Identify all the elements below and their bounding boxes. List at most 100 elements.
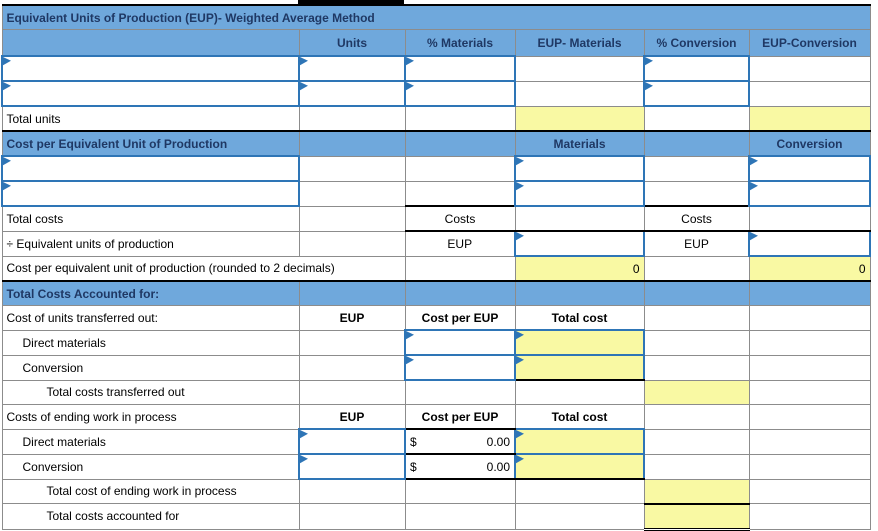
costs-label-materials: Costs: [404, 205, 516, 232]
header-cell-empty: [514, 280, 645, 306]
table-row: Direct materials: [1, 329, 871, 356]
table-row: Cost per equivalent unit of production (…: [1, 255, 871, 282]
costs-label-conversion: Costs: [643, 205, 750, 232]
input-marker-icon: [517, 456, 524, 464]
units-input[interactable]: [298, 55, 406, 82]
total-ending-wip-label: Total cost of ending work in process: [1, 478, 300, 504]
column-header-eup-conversion: EUP-Conversion: [748, 29, 871, 57]
materials-cost-input[interactable]: [514, 155, 645, 182]
cost-per-eup-materials-value: 0: [514, 255, 645, 282]
table-row: [1, 155, 871, 182]
empty-cell: [298, 230, 406, 257]
input-marker-icon: [646, 83, 653, 91]
input-marker-icon: [517, 431, 524, 439]
total-transferred-value-cell: [643, 379, 750, 405]
materials-cost-input[interactable]: [514, 180, 645, 207]
eup-conversion-input[interactable]: [748, 230, 871, 257]
empty-cell: [404, 105, 516, 132]
transferred-dm-cost-per-eup-input[interactable]: [404, 329, 516, 356]
empty-cell: [404, 379, 516, 405]
table-row: [1, 80, 871, 107]
header-cell-empty: [643, 280, 750, 306]
empty-cell: [298, 503, 406, 530]
transferred-conversion-label: Conversion: [1, 354, 300, 381]
ending-dm-total-cost-cell[interactable]: [514, 428, 645, 455]
total-accounted-label: Total costs accounted for: [1, 503, 300, 530]
header-cell-empty: [404, 130, 516, 157]
transferred-conv-cost-per-eup-input[interactable]: [404, 354, 516, 381]
transferred-out-label: Cost of units transferred out:: [1, 305, 300, 331]
column-header-pct-conversion: % Conversion: [643, 29, 750, 57]
table-row: Units % Materials EUP- Materials % Conve…: [1, 29, 871, 57]
ending-eup-header: EUP: [298, 404, 406, 430]
total-costs-label: Total costs: [1, 205, 300, 232]
description-input[interactable]: [1, 55, 300, 82]
eup-materials-cell: [514, 55, 645, 82]
total-ending-wip-value-cell: [643, 478, 750, 505]
transferred-dm-total-cost-cell[interactable]: [514, 329, 645, 356]
input-marker-icon: [751, 233, 758, 241]
ending-total-cost-header: Total cost: [514, 404, 645, 430]
cost-description-input[interactable]: [1, 155, 300, 182]
empty-cell: [404, 155, 516, 182]
empty-cell: [404, 180, 516, 207]
empty-cell: [748, 453, 871, 480]
transferred-conv-total-cost-cell[interactable]: [514, 354, 645, 381]
empty-cell: [298, 478, 406, 504]
cost-per-eup-conversion-value: 0: [748, 255, 871, 282]
total-accounted-value-cell: [643, 503, 750, 531]
pct-conversion-input[interactable]: [643, 80, 750, 107]
pct-materials-input[interactable]: [404, 55, 516, 82]
currency-symbol: $: [410, 459, 417, 474]
pct-conversion-input[interactable]: [643, 55, 750, 82]
input-marker-icon: [301, 83, 308, 91]
worksheet-title: Equivalent Units of Production (EUP)- We…: [1, 4, 871, 30]
table-row: Direct materials $0.00: [1, 428, 871, 455]
table-row: Cost of units transferred out: EUP Cost …: [1, 305, 871, 331]
table-row: Total units: [1, 105, 871, 132]
eup-label-materials: EUP: [404, 230, 516, 257]
pct-materials-input[interactable]: [404, 80, 516, 107]
input-marker-icon: [517, 183, 524, 191]
eup-label-conversion: EUP: [643, 230, 750, 257]
conversion-cost-input[interactable]: [748, 180, 871, 207]
table-row: Total costs accounted for: [1, 503, 871, 531]
cost-description-input[interactable]: [1, 180, 300, 207]
eup-worksheet: Equivalent Units of Production (EUP)- We…: [1, 4, 871, 531]
eup-conversion-cell: [748, 80, 871, 107]
cost-per-eup-value: 0.00: [486, 434, 510, 449]
table-row: Equivalent Units of Production (EUP)- We…: [1, 4, 871, 30]
input-marker-icon: [517, 357, 524, 365]
input-marker-icon: [751, 183, 758, 191]
currency-symbol: $: [410, 434, 417, 449]
ending-conv-total-cost-cell[interactable]: [514, 453, 645, 480]
empty-cell: [514, 478, 645, 504]
total-units-label: Total units: [1, 105, 300, 132]
empty-cell: [748, 503, 871, 530]
conversion-header: Conversion: [748, 130, 871, 157]
description-input[interactable]: [1, 80, 300, 107]
ending-dm-eup-input[interactable]: [298, 428, 406, 455]
cutoff-row-strip: [0, 0, 878, 4]
eup-materials-input[interactable]: [514, 230, 645, 257]
empty-cell: [404, 255, 516, 282]
ending-conv-eup-input[interactable]: [298, 453, 406, 480]
table-row: ÷ Equivalent units of production EUP EUP: [1, 230, 871, 257]
empty-cell: [298, 354, 406, 381]
table-row: Total cost of ending work in process: [1, 478, 871, 505]
units-input[interactable]: [298, 80, 406, 107]
column-header-eup-materials: EUP- Materials: [514, 29, 645, 57]
header-cell-empty: [748, 280, 871, 306]
input-marker-icon: [517, 158, 524, 166]
input-marker-icon: [4, 58, 11, 66]
empty-cell: [748, 478, 871, 504]
empty-cell: [298, 205, 406, 232]
column-header-pct-materials: % Materials: [404, 29, 516, 57]
ending-dm-cost-per-eup-cell: $0.00: [404, 428, 516, 455]
empty-cell: [404, 478, 516, 504]
table-row: [1, 180, 871, 207]
header-cell-empty: [298, 280, 406, 306]
ending-wip-label: Costs of ending work in process: [1, 404, 300, 430]
input-marker-icon: [517, 332, 524, 340]
conversion-cost-input[interactable]: [748, 155, 871, 182]
